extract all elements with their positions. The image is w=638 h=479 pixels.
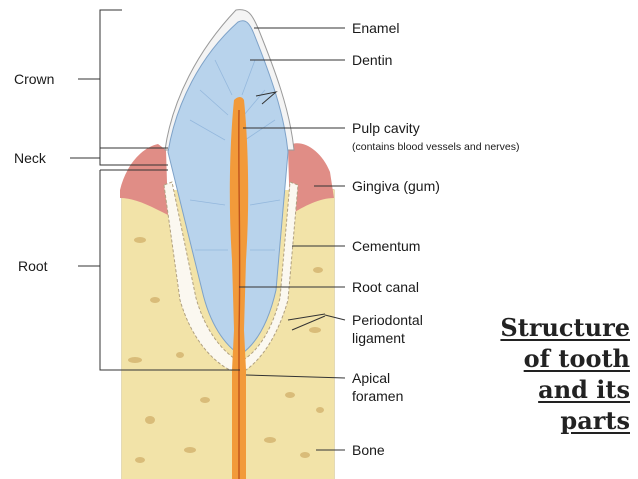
caption-line-4: parts	[560, 406, 630, 435]
root-canal	[238, 109, 241, 479]
root-canal-label: Root canal	[352, 279, 419, 295]
gingiva-right	[288, 143, 334, 215]
periodontal-label-2: ligament	[352, 330, 405, 346]
neck-label: Neck	[14, 150, 46, 166]
leader-lines	[239, 27, 346, 451]
dentin-label: Dentin	[352, 52, 393, 68]
enamel-label: Enamel	[352, 20, 400, 36]
crown-label: Crown	[14, 71, 55, 87]
dentin-tubules	[189, 59, 281, 251]
caption-line-1: Structure	[500, 313, 630, 342]
bone-texture	[128, 237, 324, 463]
cementum-label: Cementum	[352, 238, 421, 254]
apical-label-2: foramen	[352, 388, 404, 404]
root-label: Root	[18, 258, 48, 274]
periodontal-ligament	[163, 181, 299, 373]
periodontal-label-1: Periodontal	[352, 312, 423, 328]
caption-line-3: and its	[538, 375, 630, 404]
caption: Structure of tooth and its parts	[500, 312, 630, 436]
label-brackets	[70, 9, 240, 371]
gingiva-label: Gingiva (gum)	[352, 178, 440, 194]
bone-label: Bone	[352, 442, 385, 458]
pulp-cavity-note: (contains blood vessels and nerves)	[352, 141, 520, 153]
gingiva-left	[120, 144, 168, 215]
pulp-cavity-label: Pulp cavity	[352, 120, 420, 136]
caption-line-2: of tooth	[523, 344, 630, 373]
apical-label-1: Apical	[352, 370, 391, 386]
